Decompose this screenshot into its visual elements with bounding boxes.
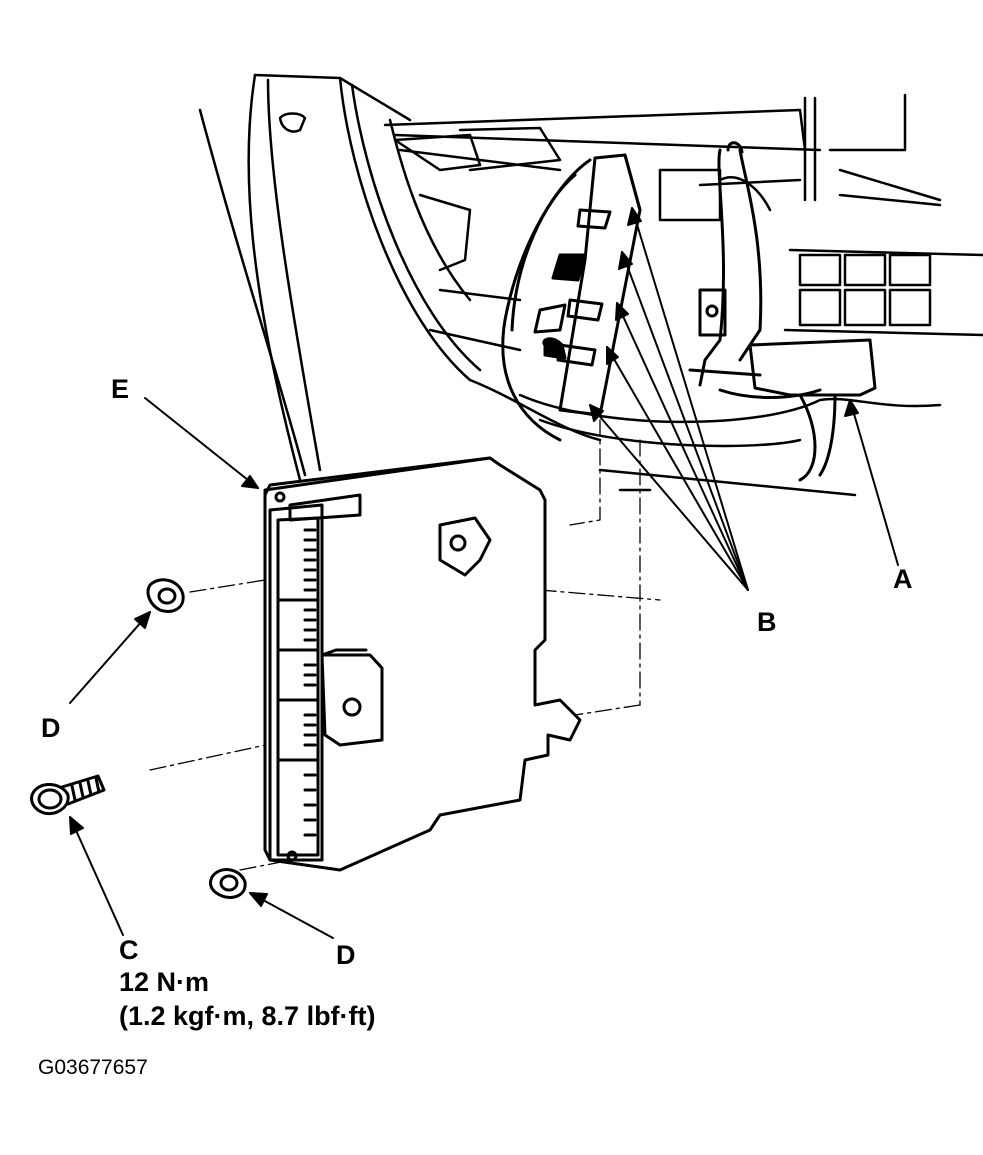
- callout-label-b: B: [757, 607, 777, 637]
- callout-label-a: A: [893, 564, 913, 594]
- nut-d-upper: [146, 578, 185, 613]
- bolt-c: [30, 774, 106, 816]
- torque-spec-imperial: (1.2 kgf·m, 8.7 lbf·ft): [119, 1001, 376, 1031]
- figure-id: G03677657: [38, 1056, 148, 1079]
- connector-a: [688, 141, 877, 482]
- callout-label-c: C: [119, 935, 139, 965]
- callout-label-d-upper: D: [41, 713, 61, 743]
- callout-label-e: E: [111, 374, 130, 404]
- torque-spec-metric: 12 N·m: [119, 967, 210, 997]
- nut-d-lower: [208, 868, 247, 899]
- control-unit: [263, 456, 582, 872]
- callout-label-d-lower: D: [336, 940, 356, 970]
- leader-arrows: [69, 207, 899, 939]
- dashboard-structure: [198, 73, 942, 497]
- fuse-grid: [783, 248, 983, 337]
